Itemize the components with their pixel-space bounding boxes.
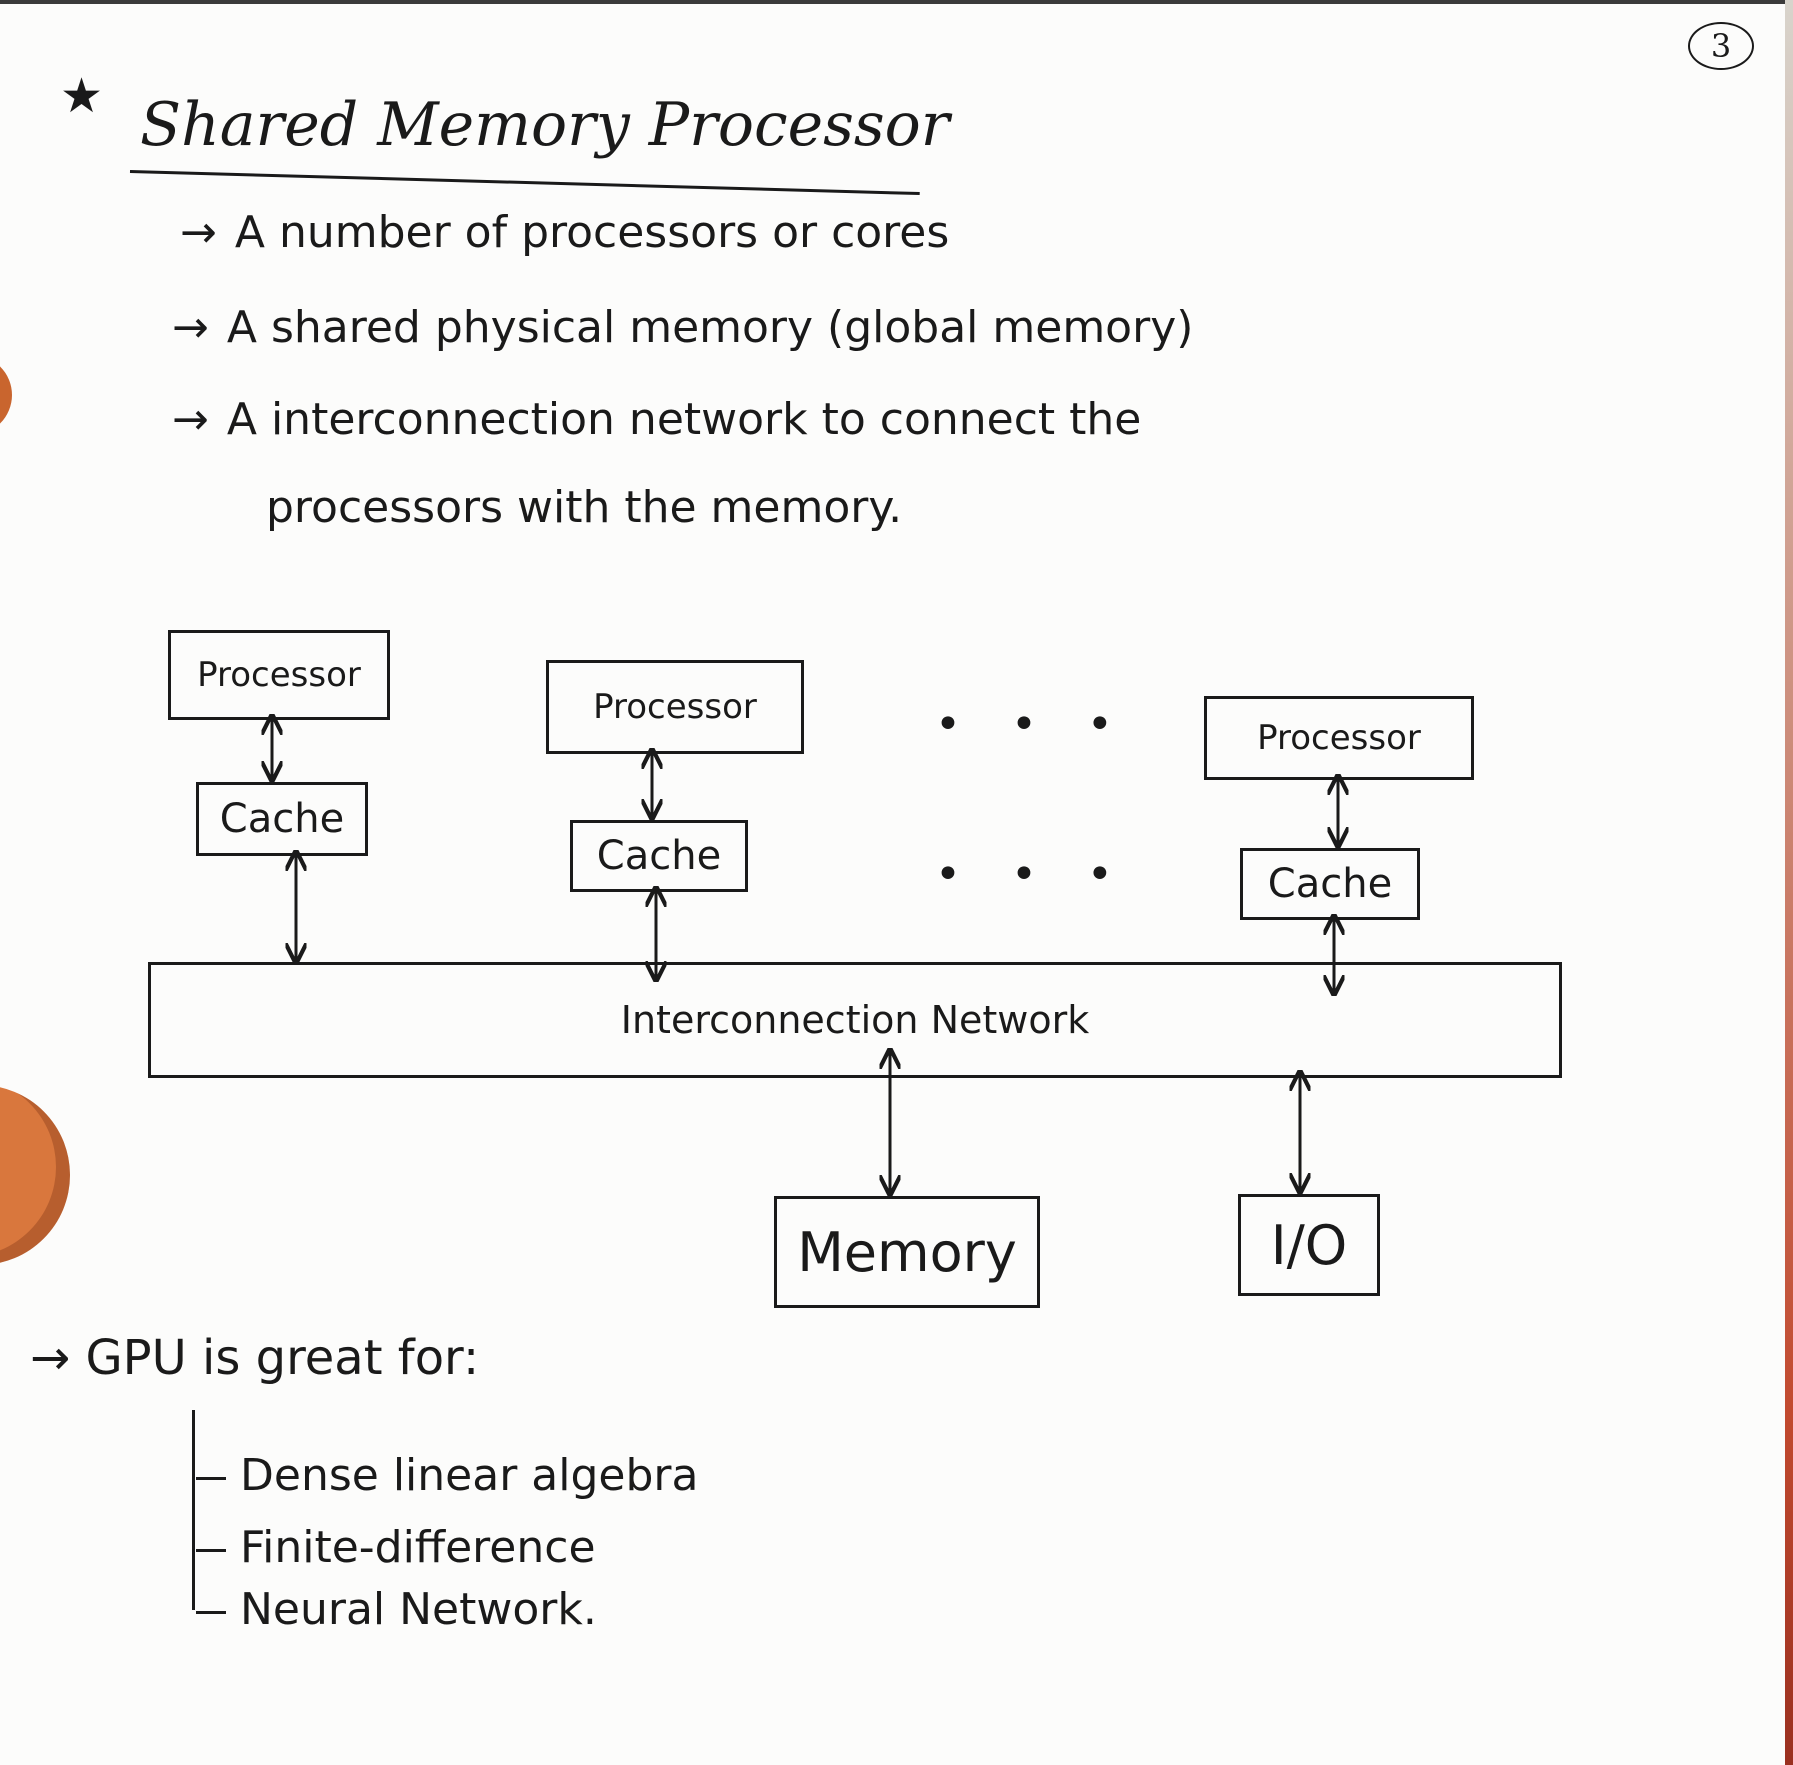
processor-box-1: Processor	[168, 630, 390, 720]
page-number: 3	[1688, 22, 1754, 70]
processor-ellipsis: • • •	[935, 699, 1131, 750]
io-box: I/O	[1238, 1194, 1380, 1296]
hook-arrow	[196, 1610, 226, 1614]
gpu-item-neural-network: Neural Network.	[196, 1582, 597, 1638]
arrow-icon: →	[30, 1330, 86, 1386]
arrow-icon: →	[172, 394, 209, 445]
gpu-list-bracket	[192, 1410, 195, 1610]
arrow-icon: →	[180, 207, 217, 258]
star-icon: ★	[60, 68, 104, 124]
gpu-heading-text: GPU is great for:	[85, 1330, 480, 1386]
processor-box-2: Processor	[546, 660, 804, 754]
bullet-shared-memory: → A shared physical memory (global memory…	[172, 300, 1193, 356]
bullet-network: → A interconnection network to connect th…	[172, 392, 1141, 448]
page-top-edge	[0, 0, 1793, 4]
bullet-text: A interconnection network to connect the	[226, 394, 1142, 445]
gpu-heading: → GPU is great for:	[30, 1328, 479, 1388]
arrow-icon: →	[172, 302, 209, 353]
hook-arrow	[196, 1548, 226, 1552]
memory-box: Memory	[774, 1196, 1040, 1308]
gpu-item-dense-linear-algebra: Dense linear algebra	[196, 1448, 698, 1504]
bullet-network-continued: processors with the memory.	[266, 482, 903, 533]
gpu-item-text: Finite-difference	[240, 1522, 596, 1573]
gpu-item-text: Neural Network.	[240, 1584, 597, 1635]
gpu-item-text: Dense linear algebra	[240, 1450, 699, 1501]
bullet-text: A number of processors or cores	[234, 207, 950, 258]
bullet-processors: → A number of processors or cores	[180, 205, 949, 261]
cache-box-1: Cache	[196, 782, 368, 856]
cache-ellipsis: • • •	[935, 849, 1131, 900]
interconnection-network-box: Interconnection Network	[148, 962, 1562, 1078]
bullet-text: A shared physical memory (global memory)	[226, 302, 1194, 353]
page-right-edge	[1785, 0, 1793, 1765]
page-title: Shared Memory Processor	[140, 90, 950, 160]
hook-arrow	[196, 1476, 226, 1480]
gpu-item-finite-difference: Finite-difference	[196, 1520, 596, 1576]
